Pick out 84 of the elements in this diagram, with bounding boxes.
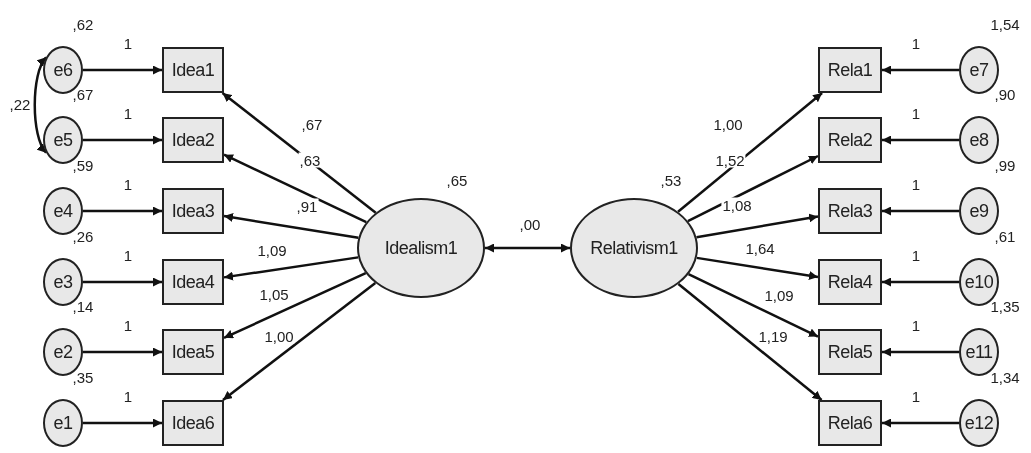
variance-value: 1,34 [990,369,1020,385]
path-arrow [677,92,823,213]
variable-label: Idea5 [171,343,215,361]
edge-label: 1,52 [714,152,746,168]
path-arrow [83,277,162,287]
observed-variable-box [818,329,882,375]
path-arrow [83,347,162,357]
edge-label: ,91 [295,198,319,214]
observed-variable-box [818,188,882,234]
path-arrow [223,213,359,240]
variance-value: ,99 [994,157,1016,173]
variance-value: ,67 [72,86,94,102]
variable-label: Rela5 [827,343,873,361]
path-arrow [677,283,823,401]
variable-label: e6 [53,61,73,79]
path-arrow [687,273,819,338]
observed-variable-box [162,188,224,234]
observed-variable-box [162,329,224,375]
error-term-circle [959,399,999,447]
variable-label: Idea3 [171,202,215,220]
observed-variable-box [818,259,882,305]
path-arrow [696,256,819,280]
path-arrow [882,135,959,145]
variable-label: e7 [969,61,989,79]
variance-value: ,59 [72,157,94,173]
path-arrow [882,347,959,357]
covariance-arrow [485,243,570,253]
variable-label: e3 [53,273,73,291]
observed-variable-box [162,259,224,305]
path-arrow [83,135,162,145]
variance-value: 1,54 [990,16,1020,32]
variable-label: e1 [53,414,73,432]
variance-value: ,35 [72,369,94,385]
path-arrow [882,277,959,287]
edge-label: ,63 [298,152,322,168]
variable-label: e8 [969,131,989,149]
variable-label: Rela4 [827,273,873,291]
observed-variable-box [818,117,882,163]
variable-label: e9 [969,202,989,220]
variable-label: Relativism1 [590,239,678,257]
variance-value: 1,35 [990,298,1020,314]
variable-label: Rela3 [827,202,873,220]
variable-label: Idea4 [171,273,215,291]
variable-label: Idea6 [171,414,215,432]
observed-variable-box [162,47,224,93]
edge-label: 1,08 [721,197,753,213]
variable-label: e11 [965,343,993,361]
variance-value: ,65 [446,172,468,188]
path-arrow [221,92,377,214]
variable-label: Rela2 [827,131,873,149]
variable-label: Rela1 [827,61,873,79]
path-arrow [687,154,819,223]
path-arrow [223,272,367,339]
variable-label: Idealism1 [384,239,458,257]
path-arrow [83,418,162,428]
path-arrow [83,206,162,216]
path-arrow [222,282,377,401]
path-arrow [223,153,367,224]
path-arrow [223,256,359,281]
observed-variable-box [818,47,882,93]
covariance-arrow [33,56,48,154]
observed-variable-box [162,400,224,446]
variance-value: ,53 [660,172,682,188]
variable-label: e2 [53,343,73,361]
path-arrow [882,206,959,216]
variance-value: ,14 [72,298,94,314]
variance-value: ,61 [994,228,1016,244]
variable-label: Idea1 [171,61,215,79]
path-arrow [882,418,959,428]
variable-label: e12 [964,414,994,432]
observed-variable-box [162,117,224,163]
observed-variable-box [818,400,882,446]
path-arrow [696,213,819,239]
variable-label: Rela6 [827,414,873,432]
path-arrow [882,65,959,75]
variable-label: e5 [53,131,73,149]
variance-value: ,26 [72,228,94,244]
variance-value: ,90 [994,86,1016,102]
variable-label: e4 [53,202,73,220]
variable-label: e10 [964,273,994,291]
variance-value: ,62 [72,16,94,32]
error-term-circle [43,399,83,447]
variable-label: Idea2 [171,131,215,149]
path-arrow [83,65,162,75]
